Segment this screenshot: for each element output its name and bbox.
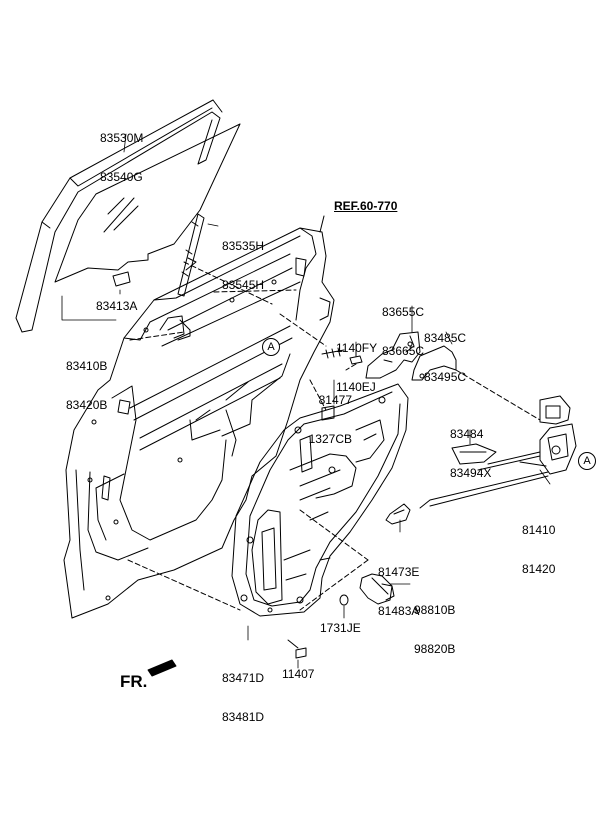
label-cover: 83484 83494X	[450, 402, 491, 493]
label-door-glass: 83410B 83420B	[66, 334, 107, 425]
label-handle-bracket: 83655C 83665C	[382, 280, 424, 371]
part-number: 83484	[450, 427, 484, 441]
label-bolt-1140fy: 1140FY 1140EJ	[336, 316, 377, 407]
front-arrow	[147, 659, 177, 677]
part-number: 81420	[522, 562, 556, 576]
bolt-1140fy	[349, 347, 363, 365]
motor	[359, 573, 395, 605]
explode-lines	[127, 261, 541, 611]
rod-bracket	[411, 345, 457, 381]
cover-83484	[451, 443, 497, 465]
part-number: 1140FY	[336, 341, 378, 355]
part-number: 83545H	[222, 278, 265, 292]
bolt-11407	[287, 639, 307, 659]
part-number: 98820B	[414, 642, 456, 656]
latch-assembly	[419, 395, 577, 509]
label-run-channel-outer: 83530M 83540G	[100, 106, 143, 197]
door-frame	[63, 227, 335, 619]
label-grommet: 1731JE	[320, 621, 361, 635]
part-number: 83655C	[382, 305, 425, 319]
clip-81477	[321, 347, 345, 421]
front-label: FR.	[120, 672, 148, 691]
inside-handle	[385, 503, 411, 525]
outer-run-channel	[15, 99, 223, 333]
label-latch: 81410 81420	[522, 498, 555, 589]
handle-bracket	[365, 331, 421, 379]
label-bolt-11407: 11407	[282, 667, 315, 681]
label-inside-handle: 81473E 81483A	[378, 540, 419, 631]
rear-channel	[177, 213, 205, 297]
label-glass-clip: 83413A	[96, 299, 138, 313]
ref-label: REF.60-770	[334, 199, 398, 213]
regulator-panel	[231, 383, 409, 617]
marker-a-right: A	[578, 452, 596, 470]
part-number: 81473E	[378, 565, 420, 579]
part-number: 83410B	[66, 359, 108, 373]
part-number: 83471D	[222, 671, 265, 685]
part-number: 83535H	[222, 239, 265, 253]
part-number: 83481D	[222, 710, 265, 724]
part-number: 83495C	[424, 370, 467, 384]
part-number: 98810B	[414, 603, 456, 617]
glass-clip	[112, 271, 131, 287]
label-rod-bracket: 83485C 83495C	[424, 306, 466, 397]
door-glass	[54, 123, 241, 283]
leader-lines	[61, 133, 551, 669]
marker-a-left: A	[262, 338, 280, 356]
part-number: 83494X	[450, 466, 492, 480]
part-number: 83485C	[424, 331, 467, 345]
label-clip: 81477 1327CB	[300, 368, 352, 459]
label-rear-channel: 83535H 83545H	[222, 214, 264, 305]
part-number: 1140EJ	[336, 380, 376, 394]
part-number: 83665C	[382, 344, 425, 358]
part-number: 81410	[522, 523, 556, 537]
part-number: 81477	[318, 393, 352, 407]
grommet	[339, 594, 349, 606]
part-number: 83420B	[66, 398, 108, 412]
ref-leader	[319, 215, 325, 233]
part-number: 83540G	[100, 170, 143, 184]
label-regulator: 83471D 83481D	[222, 646, 264, 737]
part-number: 83530M	[100, 131, 144, 145]
part-number: 1327CB	[308, 432, 352, 446]
part-number: 81483A	[378, 604, 420, 618]
label-motor: 98810B 98820B	[414, 578, 455, 669]
